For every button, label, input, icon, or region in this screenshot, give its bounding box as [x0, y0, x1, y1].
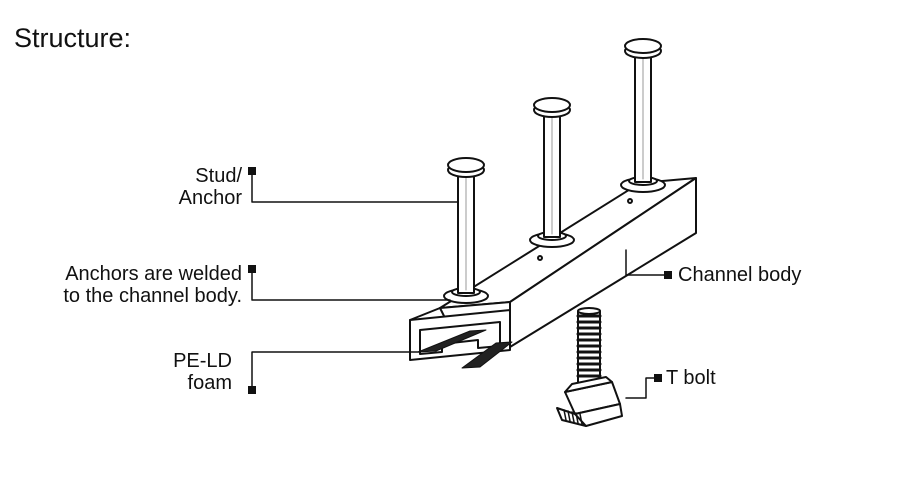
label-t-bolt: T bolt [666, 367, 716, 389]
page-title: Structure: [14, 23, 132, 53]
pe-ld-foam [417, 329, 513, 369]
stud-anchor-3 [620, 38, 666, 193]
t-bolt [556, 307, 623, 427]
label-pe-ld-foam: PE-LD foam [173, 350, 232, 394]
leader-markers [248, 167, 672, 394]
stud-anchor-2 [529, 97, 575, 248]
stud-anchor-1 [443, 157, 489, 304]
leader-lines [251, 171, 669, 399]
label-anchors-welded: Anchors are welded to the channel body. [63, 263, 242, 307]
label-channel-body: Channel body [678, 264, 802, 286]
label-stud-anchor: Stud/ Anchor [178, 165, 242, 209]
